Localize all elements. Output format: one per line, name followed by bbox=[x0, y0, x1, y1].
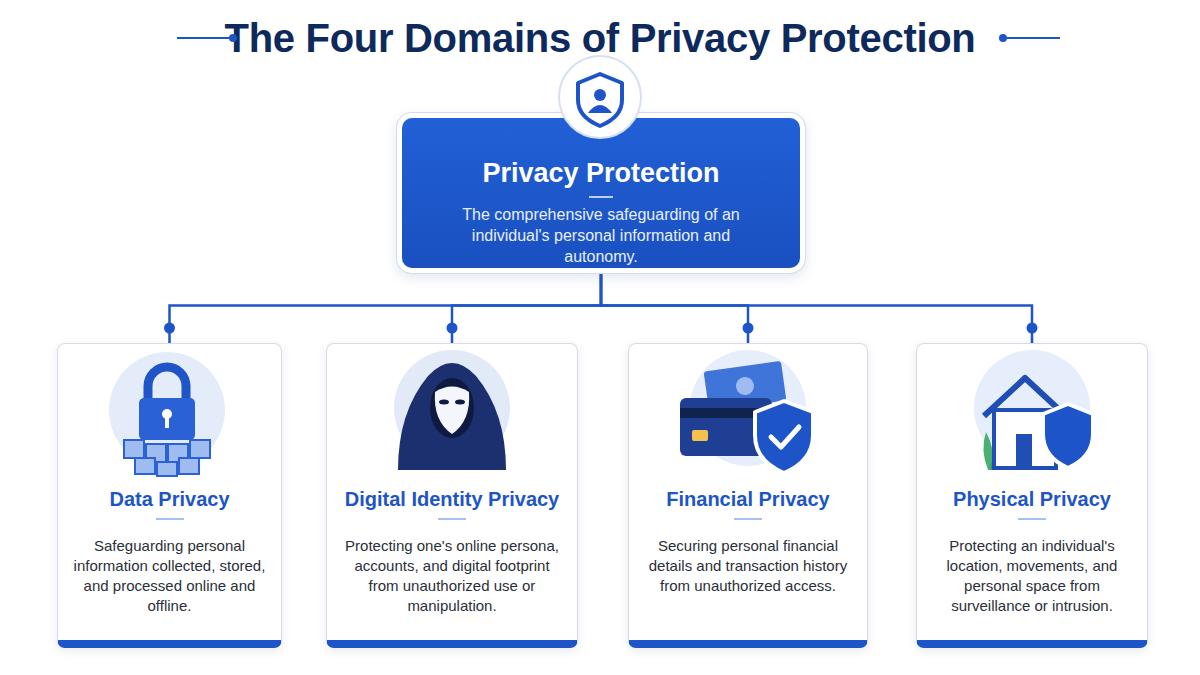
domain-card: Financial PrivacySecuring personal finan… bbox=[628, 343, 868, 648]
tree-connector bbox=[170, 268, 602, 343]
node-body: Safeguarding personal information collec… bbox=[72, 536, 267, 616]
node-heading: Data Privacy bbox=[72, 484, 267, 514]
tree-connector bbox=[452, 268, 601, 343]
node-body: The comprehensive safeguarding of an ind… bbox=[436, 204, 766, 267]
node-body: Protecting one's online persona, account… bbox=[341, 536, 563, 616]
root-box: Privacy ProtectionThe comprehensive safe… bbox=[402, 118, 800, 268]
connector-dot bbox=[1027, 323, 1038, 334]
node-body: Securing personal financial details and … bbox=[643, 536, 853, 596]
tree-connector bbox=[601, 268, 748, 343]
domain-card: Data PrivacySafeguarding personal inform… bbox=[57, 343, 282, 648]
connector-dot bbox=[164, 323, 175, 334]
tree-connector bbox=[601, 268, 1032, 343]
domain-card: Digital Identity PrivacyProtecting one's… bbox=[326, 343, 578, 648]
node-heading: Physical Privacy bbox=[931, 484, 1133, 514]
diagram-title: The Four Domains of Privacy Protection bbox=[0, 14, 1200, 62]
node-heading: Digital Identity Privacy bbox=[341, 484, 563, 514]
node-heading: Privacy Protection bbox=[402, 156, 800, 190]
connector-dot bbox=[447, 323, 458, 334]
node-body: Protecting an individual's location, mov… bbox=[931, 536, 1133, 616]
domain-card: Physical PrivacyProtecting an individual… bbox=[916, 343, 1148, 648]
node-heading: Financial Privacy bbox=[643, 484, 853, 514]
connector-dot bbox=[743, 323, 754, 334]
